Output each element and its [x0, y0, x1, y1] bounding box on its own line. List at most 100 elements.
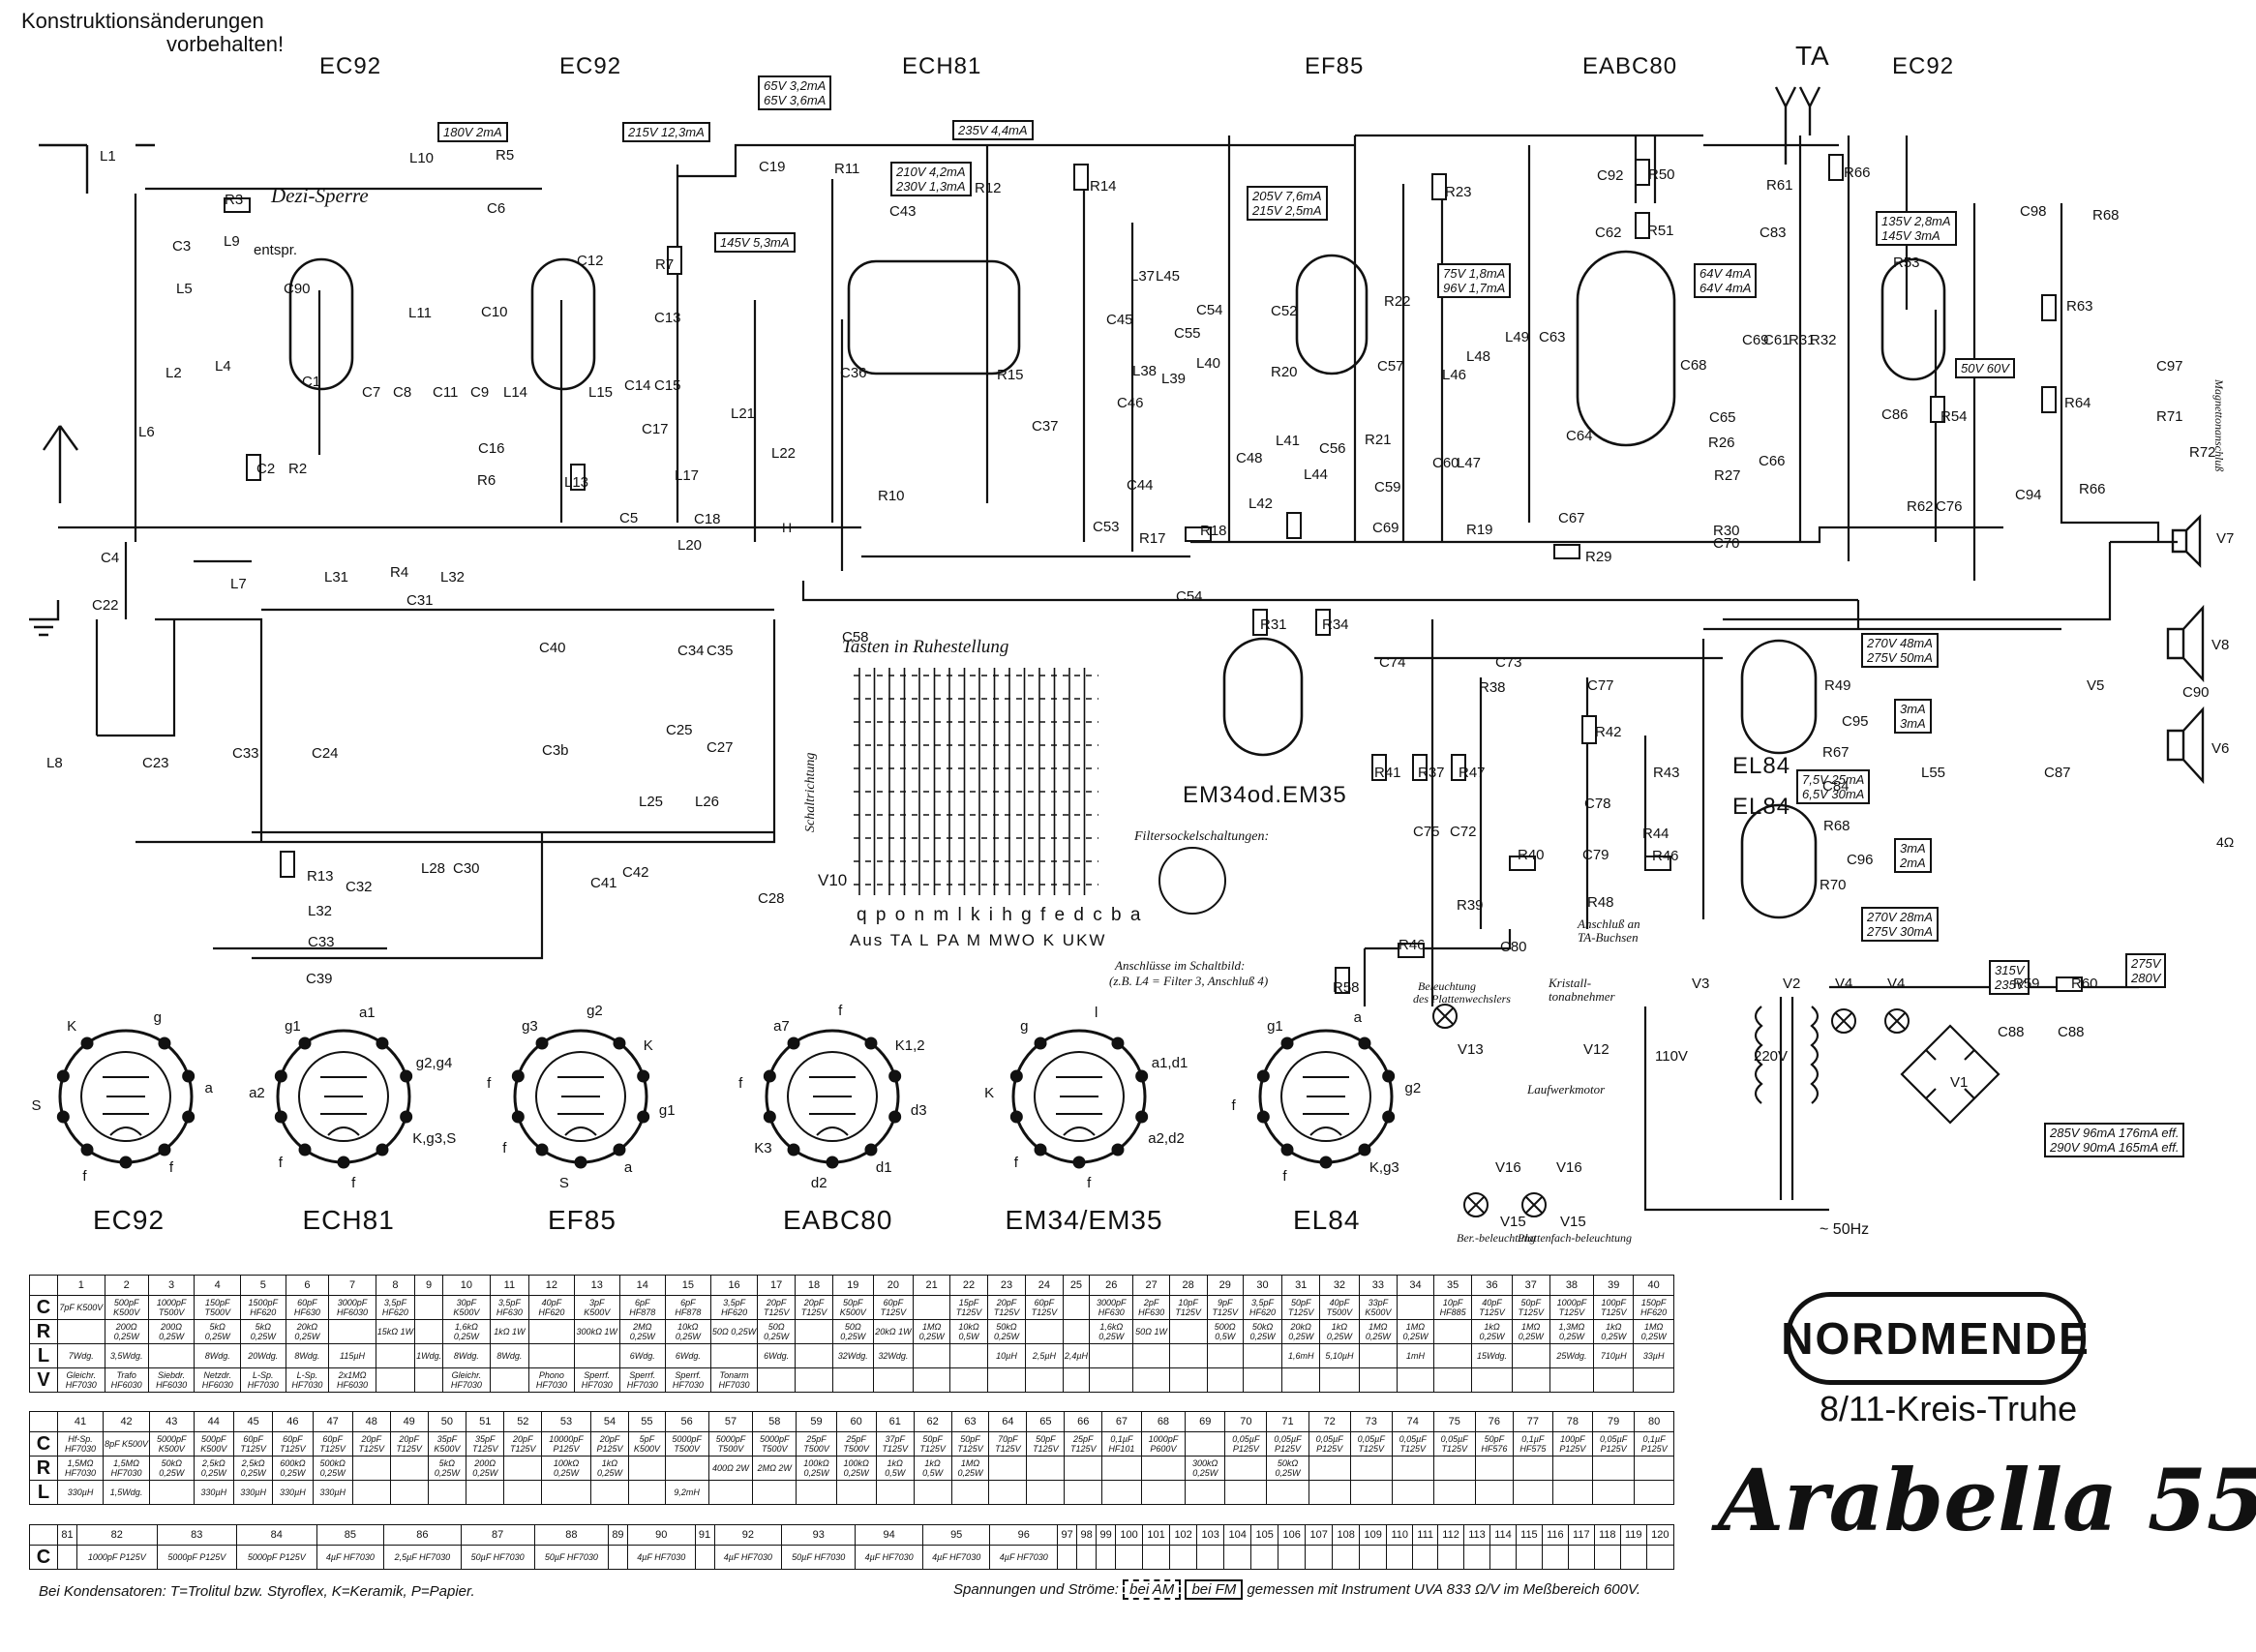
component-ref: V16 [1556, 1159, 1582, 1176]
component-ref: C68 [1680, 357, 1707, 374]
component-ref: C84 [1822, 778, 1850, 795]
component-ref: C4 [101, 550, 120, 566]
component-ref: L41 [1276, 433, 1301, 449]
part-value: 5kΩ 0,25W [240, 1319, 286, 1344]
part-value: 3pF K500V [573, 1295, 620, 1320]
part-value [913, 1295, 951, 1320]
part-value: 0,05µF T125V [1432, 1431, 1476, 1457]
part-value [57, 1319, 105, 1344]
component-ref: C30 [453, 860, 480, 877]
component-ref: C36 [840, 365, 867, 381]
component-ref: V7 [2216, 530, 2235, 547]
component-ref: V5 [2087, 677, 2105, 694]
row-label: R [29, 1456, 58, 1481]
part-value [147, 1343, 196, 1368]
part-value: 3000pF HF6030 [328, 1295, 376, 1320]
part-value: Sperrf. HF7030 [573, 1367, 620, 1393]
part-value: 200Ω 0,25W [147, 1319, 196, 1344]
part-value: Phono HF7030 [528, 1367, 575, 1393]
base-pin [1111, 1036, 1125, 1050]
part-value [664, 1456, 709, 1481]
component-ref: C22 [92, 597, 119, 614]
base-electrodes [1056, 1076, 1102, 1136]
component-ref: L22 [771, 445, 797, 462]
part-value: 300kΩ 1W [573, 1319, 620, 1344]
base-pin [119, 1156, 133, 1169]
part-value [1140, 1456, 1187, 1481]
component-ref: V13 [1458, 1041, 1484, 1058]
component-ref: R58 [1333, 979, 1360, 996]
base-pin [1135, 1069, 1149, 1083]
connections-note: Anschlüsse im Schaltbild: [1115, 958, 1246, 973]
part-value: 35pF K500V [427, 1431, 467, 1457]
component-ref: R2 [288, 461, 308, 477]
part-value: 0,05µF P125V [1308, 1431, 1351, 1457]
component-ref: C52 [1271, 303, 1298, 319]
base-pin [400, 1069, 413, 1083]
part-number: 112 [1437, 1524, 1465, 1546]
part-value [1076, 1545, 1098, 1570]
component-ref: C9 [470, 384, 490, 401]
part-value [389, 1480, 429, 1505]
part-value: 5pF K500V [628, 1431, 666, 1457]
component-ref: C25 [666, 722, 693, 738]
part-number: 81 [57, 1524, 77, 1546]
part-value: 9,2mH [664, 1480, 709, 1505]
base-electrodes [809, 1076, 856, 1136]
component-ref: R13 [307, 868, 334, 885]
part-value [628, 1456, 666, 1481]
base-pin-label: S [558, 1174, 569, 1191]
part-value: 1MΩ 0,25W [950, 1456, 990, 1481]
part-value: 25pF T500V [835, 1431, 877, 1457]
component-ref: R66 [1844, 165, 1871, 181]
component-ref: R68 [2092, 207, 2120, 224]
component-ref: R15 [997, 367, 1024, 383]
part-number: 101 [1142, 1524, 1171, 1546]
part-value [1463, 1545, 1490, 1570]
part-value: 6Wdg. [664, 1343, 711, 1368]
component-ref: R37 [1418, 765, 1445, 781]
part-number: 11 [489, 1275, 530, 1296]
base-envelope [535, 1051, 626, 1142]
measured-note: gemessen mit Instrument UVA 833 Ω/V im M… [1247, 1581, 1641, 1598]
part-number: 45 [233, 1411, 274, 1432]
measurement-line: 275V 50mA [1867, 650, 1933, 665]
part-value: 5kΩ 0,25W [427, 1456, 467, 1481]
component-ref: C48 [1236, 450, 1263, 466]
component-ref: R68 [1823, 818, 1850, 834]
part-value: 40pF T125V [1471, 1295, 1513, 1320]
crystal-label: Kristall- [1549, 976, 1592, 990]
component-ref: R63 [2066, 298, 2093, 315]
part-number: 50 [427, 1411, 467, 1432]
part-value: 50pF T125V [1511, 1295, 1550, 1320]
part-number: 88 [533, 1524, 609, 1546]
part-value [1062, 1367, 1091, 1393]
tube-label: EM34od.EM35 [1183, 782, 1347, 808]
base-pin [864, 1036, 878, 1050]
part-value [1391, 1456, 1434, 1481]
part-value [1101, 1456, 1142, 1481]
part-value: 1MΩ 0,25W [1511, 1319, 1550, 1344]
tube-label: EF85 [1305, 53, 1365, 79]
part-value: 4µF HF7030 [921, 1545, 991, 1570]
base-pin-label: g [1020, 1018, 1029, 1036]
component-ref: R26 [1708, 435, 1735, 451]
tube-base-1 [274, 1029, 413, 1169]
part-value [1515, 1545, 1543, 1570]
part-number: 18 [795, 1275, 833, 1296]
part-value: 50Ω 0,25W [831, 1319, 874, 1344]
base-pin [1072, 1156, 1086, 1169]
measurement-line: 96V 1,7mA [1443, 281, 1506, 295]
base-pin-label: a [1353, 1008, 1362, 1026]
part-value: 8Wdg. [285, 1343, 330, 1368]
part-number: 61 [875, 1411, 915, 1432]
part-number: 42 [103, 1411, 151, 1432]
tube-base-label: EABC80 [783, 1205, 893, 1235]
component-ref: C8 [393, 384, 412, 401]
part-value: 50Ω 0,25W [709, 1319, 759, 1344]
part-number: 40 [1633, 1275, 1674, 1296]
component-ref: L13 [564, 474, 589, 491]
base-pin [298, 1036, 312, 1050]
